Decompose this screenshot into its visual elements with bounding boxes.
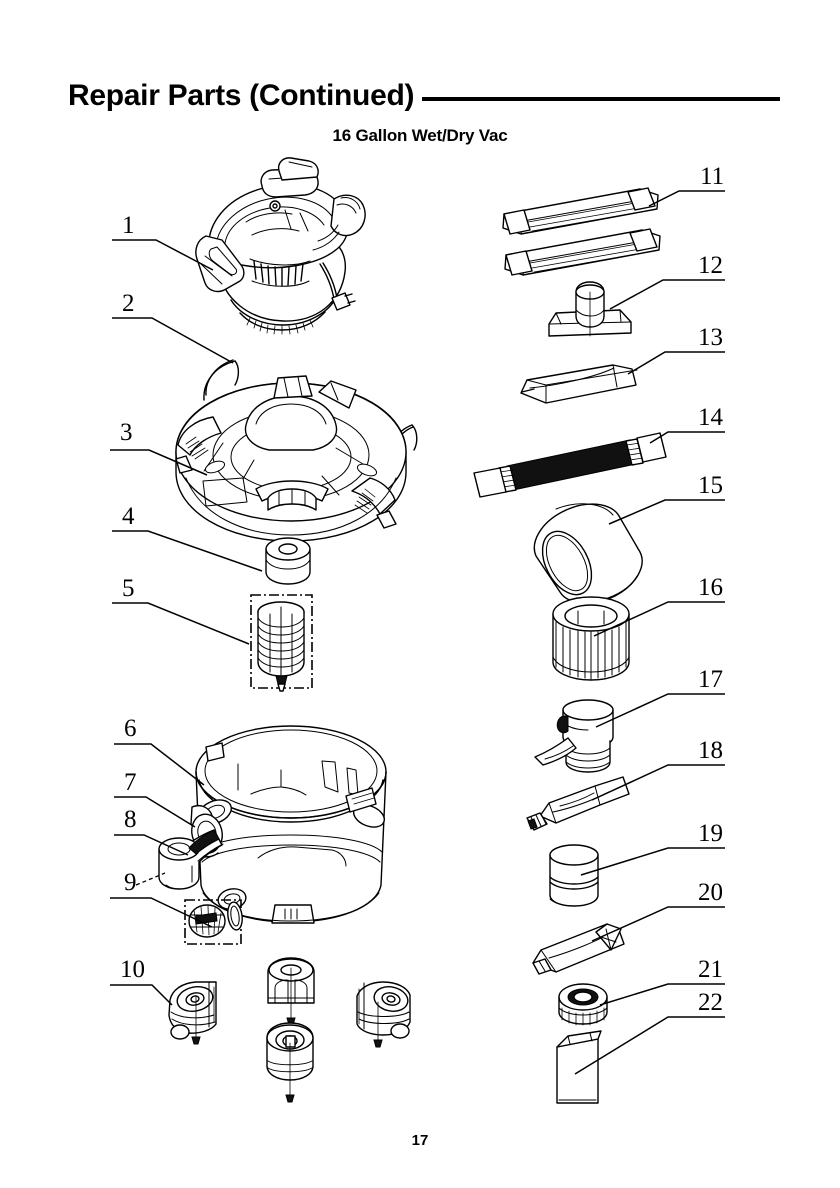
- callout-18-number: 18: [698, 737, 723, 764]
- part-9-drain-cap: [184, 899, 243, 945]
- callout-12-number: 12: [698, 252, 723, 279]
- part-18-claw-utility-nozzle: [526, 776, 630, 831]
- part-17-hose-end-cuff: [534, 699, 614, 773]
- part-12-floor-nozzle: [548, 281, 632, 337]
- part-20-car-nozzle: [532, 923, 625, 975]
- callout-19-number: 19: [698, 820, 723, 847]
- callout-10-number: 10: [120, 956, 145, 983]
- page-subtitle: 16 Gallon Wet/Dry Vac: [332, 126, 508, 145]
- part-11-extension-wand-pair: [502, 187, 661, 276]
- callout-15-number: 15: [698, 472, 723, 499]
- caster-view-top: [267, 957, 315, 1026]
- callout-1-number: 1: [122, 212, 135, 239]
- callout-13: 13: [627, 324, 725, 375]
- callout-20: 20: [591, 879, 725, 942]
- callout-7: 7: [114, 769, 196, 828]
- part-14-flexible-hose: [473, 432, 667, 498]
- part-22-filter-bag: [556, 1030, 602, 1104]
- callout-22-number: 22: [698, 989, 723, 1016]
- caster-view-left: [168, 981, 217, 1045]
- callout-4: 4: [112, 503, 263, 572]
- callout-8: 8: [114, 806, 189, 856]
- page-title: Repair Parts (Continued): [68, 79, 415, 112]
- callout-8-number: 8: [124, 806, 137, 833]
- callout-17-number: 17: [698, 666, 723, 693]
- part-6-drum-tank: [195, 725, 387, 924]
- part-19-filter-retainer-cap: [549, 844, 599, 907]
- callout-9-number: 9: [124, 869, 137, 896]
- callout-6-number: 6: [124, 715, 137, 742]
- callout-7-number: 7: [124, 769, 137, 796]
- part-1-power-head-assembly: [195, 157, 366, 335]
- part-8-inlet-fitting: [158, 829, 224, 890]
- callout-5-number: 5: [122, 575, 135, 602]
- callout-11: 11: [648, 163, 725, 207]
- callout-16: 16: [593, 574, 725, 637]
- part-13-crevice-tool: [520, 364, 638, 404]
- callout-15: 15: [608, 472, 725, 525]
- header-rule: [422, 97, 780, 101]
- callout-14-number: 14: [698, 404, 724, 431]
- callout-22: 22: [574, 989, 725, 1075]
- part-3-lid-cover-housing: [175, 375, 407, 542]
- callout-16-number: 16: [698, 574, 723, 601]
- callout-18: 18: [591, 737, 725, 801]
- callout-19: 19: [580, 820, 725, 876]
- callout-21-number: 21: [698, 956, 723, 983]
- callout-3: 3: [110, 419, 208, 476]
- part-21-filter-nut-collar: [558, 983, 608, 1026]
- page-number: 17: [411, 1132, 429, 1149]
- callout-10: 10: [110, 956, 173, 1006]
- callout-2: 2: [112, 290, 234, 364]
- page-header: Repair Parts (Continued): [68, 76, 780, 118]
- callout-20-number: 20: [698, 879, 723, 906]
- callout-17: 17: [595, 666, 725, 728]
- callout-4-number: 4: [122, 503, 135, 530]
- callout-1: 1: [112, 212, 214, 271]
- part-16-cartridge-filter: [552, 596, 630, 681]
- part-4-bushing-grommet: [265, 537, 311, 585]
- callout-21: 21: [599, 956, 725, 1006]
- part-10-caster-wheel-assembly: [168, 957, 411, 1103]
- caster-view-bottom: [266, 1022, 314, 1103]
- callout-12: 12: [609, 252, 725, 310]
- caster-view-right: [356, 981, 411, 1048]
- callout-2-number: 2: [122, 290, 135, 317]
- callout-3-number: 3: [120, 419, 133, 446]
- part-5-float-cage-spring: [250, 594, 313, 692]
- callout-6: 6: [114, 715, 205, 786]
- part-15-filter-sleeve-bag: [533, 503, 643, 604]
- callout-11-number: 11: [700, 163, 724, 190]
- callout-5: 5: [112, 575, 250, 645]
- callout-13-number: 13: [698, 324, 723, 351]
- callout-9: 9: [110, 869, 213, 928]
- callout-14: 14: [649, 404, 725, 444]
